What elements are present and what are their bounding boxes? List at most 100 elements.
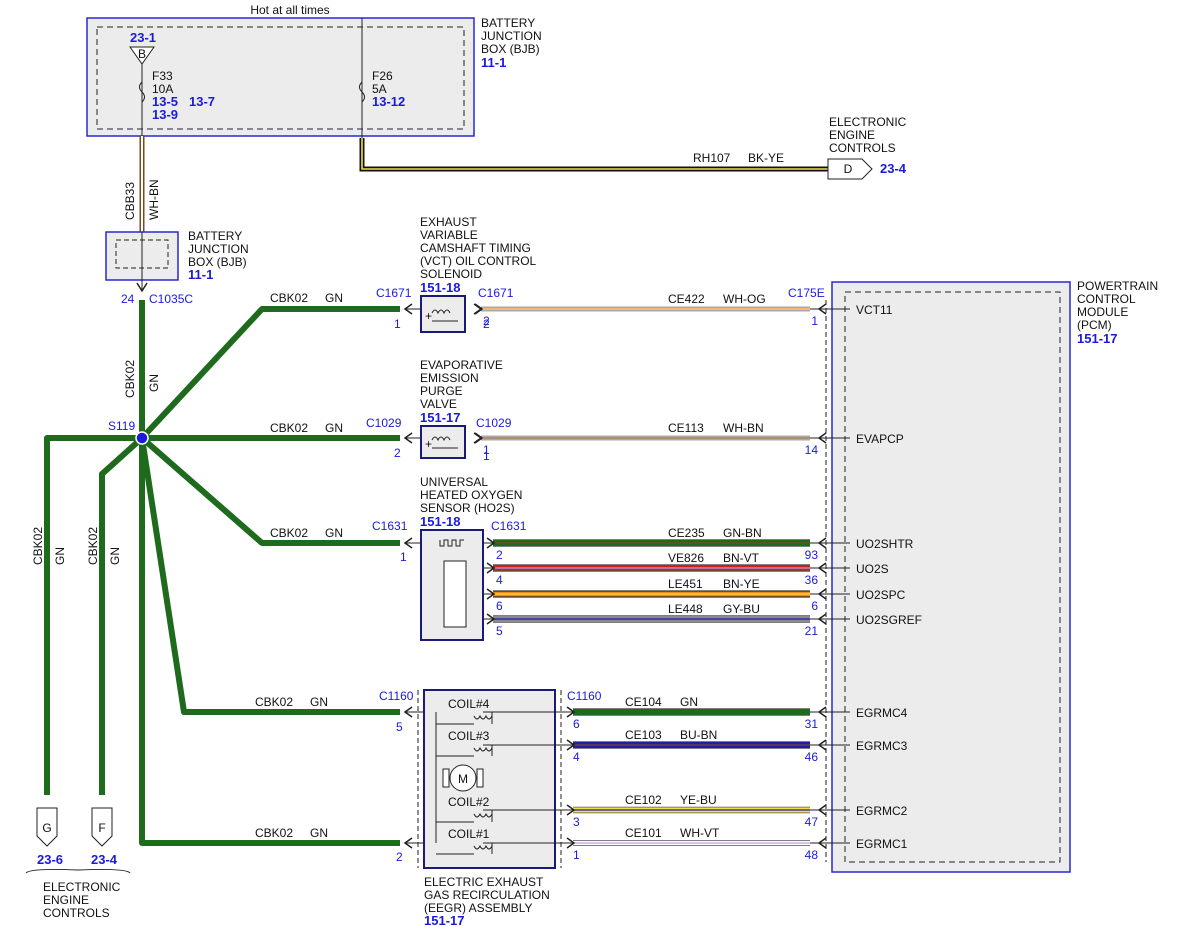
wire-color: GN [680, 695, 698, 709]
b-connector-icon [129, 46, 155, 65]
ho2s-ref[interactable]: 151-18 [420, 514, 460, 529]
ground-g: CBK02 GN G 23-6 [31, 527, 67, 867]
pcm-pin: 1 [811, 314, 818, 328]
wire-circuit: CE101 [625, 826, 662, 840]
pcm-arrow-icon [817, 739, 827, 751]
fuse-f33-ref-2[interactable]: 13-7 [189, 94, 215, 109]
ground-g-ref[interactable]: 23-6 [37, 852, 63, 867]
pcm-arrow-icon [817, 562, 827, 574]
fuse-f26-rating: 5A [372, 82, 387, 96]
pcm-signal-label: EGRMC1 [856, 837, 908, 851]
d-letter: D [844, 162, 853, 176]
coil3-label: COIL#3 [448, 729, 490, 743]
eec-bottom-title-3: CONTROLS [43, 906, 110, 920]
pcm-arrow-icon [817, 804, 827, 816]
eegr-title-3: (EEGR) ASSEMBLY [424, 901, 532, 915]
wire-color: WH-BN [723, 421, 764, 435]
eec-bottom-title-2: ENGINE [43, 893, 89, 907]
device-arrow-icon [566, 706, 576, 718]
fuse-f33-ref-3[interactable]: 13-9 [152, 107, 178, 122]
wire-color: BU-BN [680, 728, 717, 742]
device-pin: 5 [496, 624, 503, 638]
c1035c-pin: 24 [121, 292, 135, 306]
wire-circuit: LE448 [668, 602, 703, 616]
wire-cbb33: CBB33 WH-BN [123, 136, 161, 232]
ho2s-title-2: HEATED OXYGEN [420, 488, 522, 502]
splice-s119-dot[interactable] [135, 431, 149, 445]
evap-valve: EVAPORATIVE EMISSION PURGE VALVE 151-17 … [366, 358, 512, 463]
main-wire-circuit: CBK02 [123, 360, 137, 398]
eegr-pin-left-bottom: 2 [396, 850, 403, 864]
b-letter: B [138, 47, 146, 61]
eegr-ref[interactable]: 151-17 [424, 913, 464, 927]
device-pin: 2 [496, 548, 503, 562]
coil3-icon [473, 746, 493, 752]
ground-f: CBK02 GN F 23-4 [86, 527, 122, 867]
pcm-title-1: POWERTRAIN [1077, 279, 1158, 293]
vct-conn-left: C1671 [376, 286, 412, 300]
b-ref[interactable]: 23-1 [130, 30, 156, 45]
evap-title-3: PURGE [420, 384, 463, 398]
branch-eegr-top-color: GN [310, 695, 328, 709]
bjb-lower-ref[interactable]: 11-1 [188, 267, 213, 282]
bjb-top-title-1: BATTERY [481, 16, 535, 30]
ground-g-color: GN [53, 547, 67, 565]
eec-top: ELECTRONIC ENGINE CONTROLS D 23-4 [827, 115, 907, 180]
evap-title-2: EMISSION [420, 371, 479, 385]
evap-title-1: EVAPORATIVE [420, 358, 503, 372]
pcm-signal-label: UO2S [856, 562, 889, 576]
eec-bottom-bracket [25, 868, 131, 874]
wire-circuit: LE451 [668, 577, 703, 591]
motor-icon [449, 764, 477, 792]
bjb-top-ref[interactable]: 11-1 [481, 55, 506, 70]
cbb33-circuit: CBB33 [123, 182, 137, 220]
pcm-signal-label: VCT11 [856, 303, 893, 317]
bjb-top-box [86, 17, 475, 137]
evap-conn-right: C1029 [476, 416, 512, 430]
evap-title-4: VALVE [420, 397, 457, 411]
vct-ref[interactable]: 151-18 [420, 280, 460, 295]
f-connector-icon [91, 807, 113, 847]
vct-pin-right: 2 [483, 317, 490, 331]
ho2s-conn-right: C1631 [491, 519, 527, 533]
fuse-f26-ref[interactable]: 13-12 [372, 94, 405, 109]
wire-circuit: CE104 [625, 695, 662, 709]
eec-bottom-title-1: ELECTRONIC [43, 880, 121, 894]
fuse-f33-ref-1[interactable]: 13-5 [152, 94, 178, 109]
pcm-arrow-icon [817, 303, 827, 315]
d-connector-icon [827, 158, 873, 180]
pcm-arrow-icon [817, 706, 827, 718]
pcm-ref[interactable]: 151-17 [1077, 331, 1117, 346]
eegr-title-2: GAS RECIRCULATION [424, 888, 550, 902]
pcm-pin: 36 [805, 573, 819, 587]
device-arrow-icon [486, 537, 496, 549]
wire-rh107: RH107 BK-YE [359, 138, 828, 172]
pcm-signal-label: UO2SPC [856, 588, 906, 602]
vct-title-3: CAMSHAFT TIMING [420, 241, 531, 255]
pcm-pin: 21 [805, 624, 819, 638]
branch-eegr-bottom-color: GN [310, 826, 328, 840]
wire-color: WH-VT [680, 826, 720, 840]
bjb-top-inner [96, 26, 465, 130]
pcm-pin: 47 [805, 815, 819, 829]
coil2-label: COIL#2 [448, 795, 490, 809]
device-arrow-icon [474, 432, 484, 444]
eec-top-ref[interactable]: 23-4 [880, 161, 907, 176]
ground-f-ref[interactable]: 23-4 [91, 852, 118, 867]
pcm-pin: 31 [805, 717, 819, 731]
bjb-top-title-3: BOX (BJB) [481, 42, 540, 56]
evap-pin-left: 2 [394, 446, 401, 460]
evap-ref[interactable]: 151-17 [420, 410, 460, 425]
device-pin: 2 [483, 314, 490, 328]
wire-circuit: CE422 [668, 292, 705, 306]
pcm-arrow-icon [817, 613, 827, 625]
coil4-icon [473, 714, 493, 720]
pcm-signal-label: EGRMC3 [856, 739, 908, 753]
device-arrow-icon [474, 303, 484, 315]
